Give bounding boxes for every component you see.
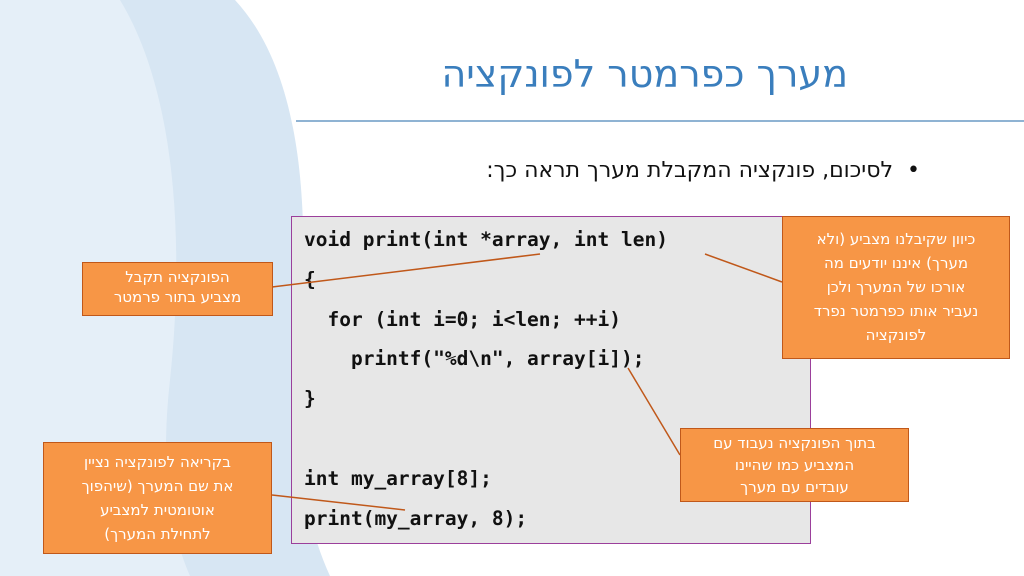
title-divider (296, 120, 1024, 122)
callout-line: המצביע כמו שהיינו (734, 456, 855, 474)
callout-line: נעביר אותו כפרמטר נפרד (813, 302, 979, 320)
callout-line: את שם המערך (שיהפוך (81, 477, 234, 495)
callout-line: עובדים עם מערך (740, 478, 849, 496)
callout-line: בתוך הפונקציה נעבוד עם (713, 434, 876, 452)
code-line: printf("%d\n", array[i]); (304, 347, 645, 370)
code-line: } (304, 387, 316, 410)
code-line: int my_array[8]; (304, 467, 492, 490)
callout-length-param: כיוון שקיבלנו מצביע (ולא מערך) איננו יוד… (782, 216, 1010, 359)
callout-line: אורכו של המערך ולכן (826, 278, 966, 296)
bullet-text: לסיכום, פונקציה המקבלת מערך תראה כך: (486, 158, 894, 183)
code-line: print(my_array, 8); (304, 507, 528, 530)
bullet-item: • לסיכום, פונקציה המקבלת מערך תראה כך: (380, 155, 920, 187)
callout-array-usage: בתוך הפונקציה נעבוד עם המצביע כמו שהיינו… (680, 428, 909, 502)
code-line: void print(int *array, int len) (304, 228, 668, 251)
code-line: for (int i=0; i<len; ++i) (304, 308, 621, 331)
callout-line: מצביע בתור פרמטר (113, 288, 242, 306)
callout-pointer-param: הפונקציה תקבל מצביע בתור פרמטר (82, 262, 273, 316)
callout-line: לפונקציה (865, 326, 927, 344)
bullet-marker: • (907, 158, 920, 183)
callout-line: מערך) איננו יודעים מה (823, 254, 969, 272)
code-line: { (304, 268, 316, 291)
callout-line: אוטומטית למצביע (100, 501, 215, 519)
callout-call-site: בקריאה לפונקציה נציין את שם המערך (שיהפו… (43, 442, 272, 554)
callout-line: כיוון שקיבלנו מצביע (ולא (816, 230, 976, 248)
callout-line: לתחילת המערך) (104, 525, 211, 543)
callout-line: בקריאה לפונקציה נציין (84, 453, 231, 471)
slide-title: מערך כפרמטר לפונקציה (441, 52, 848, 96)
callout-line: הפונקציה תקבל (125, 268, 230, 286)
